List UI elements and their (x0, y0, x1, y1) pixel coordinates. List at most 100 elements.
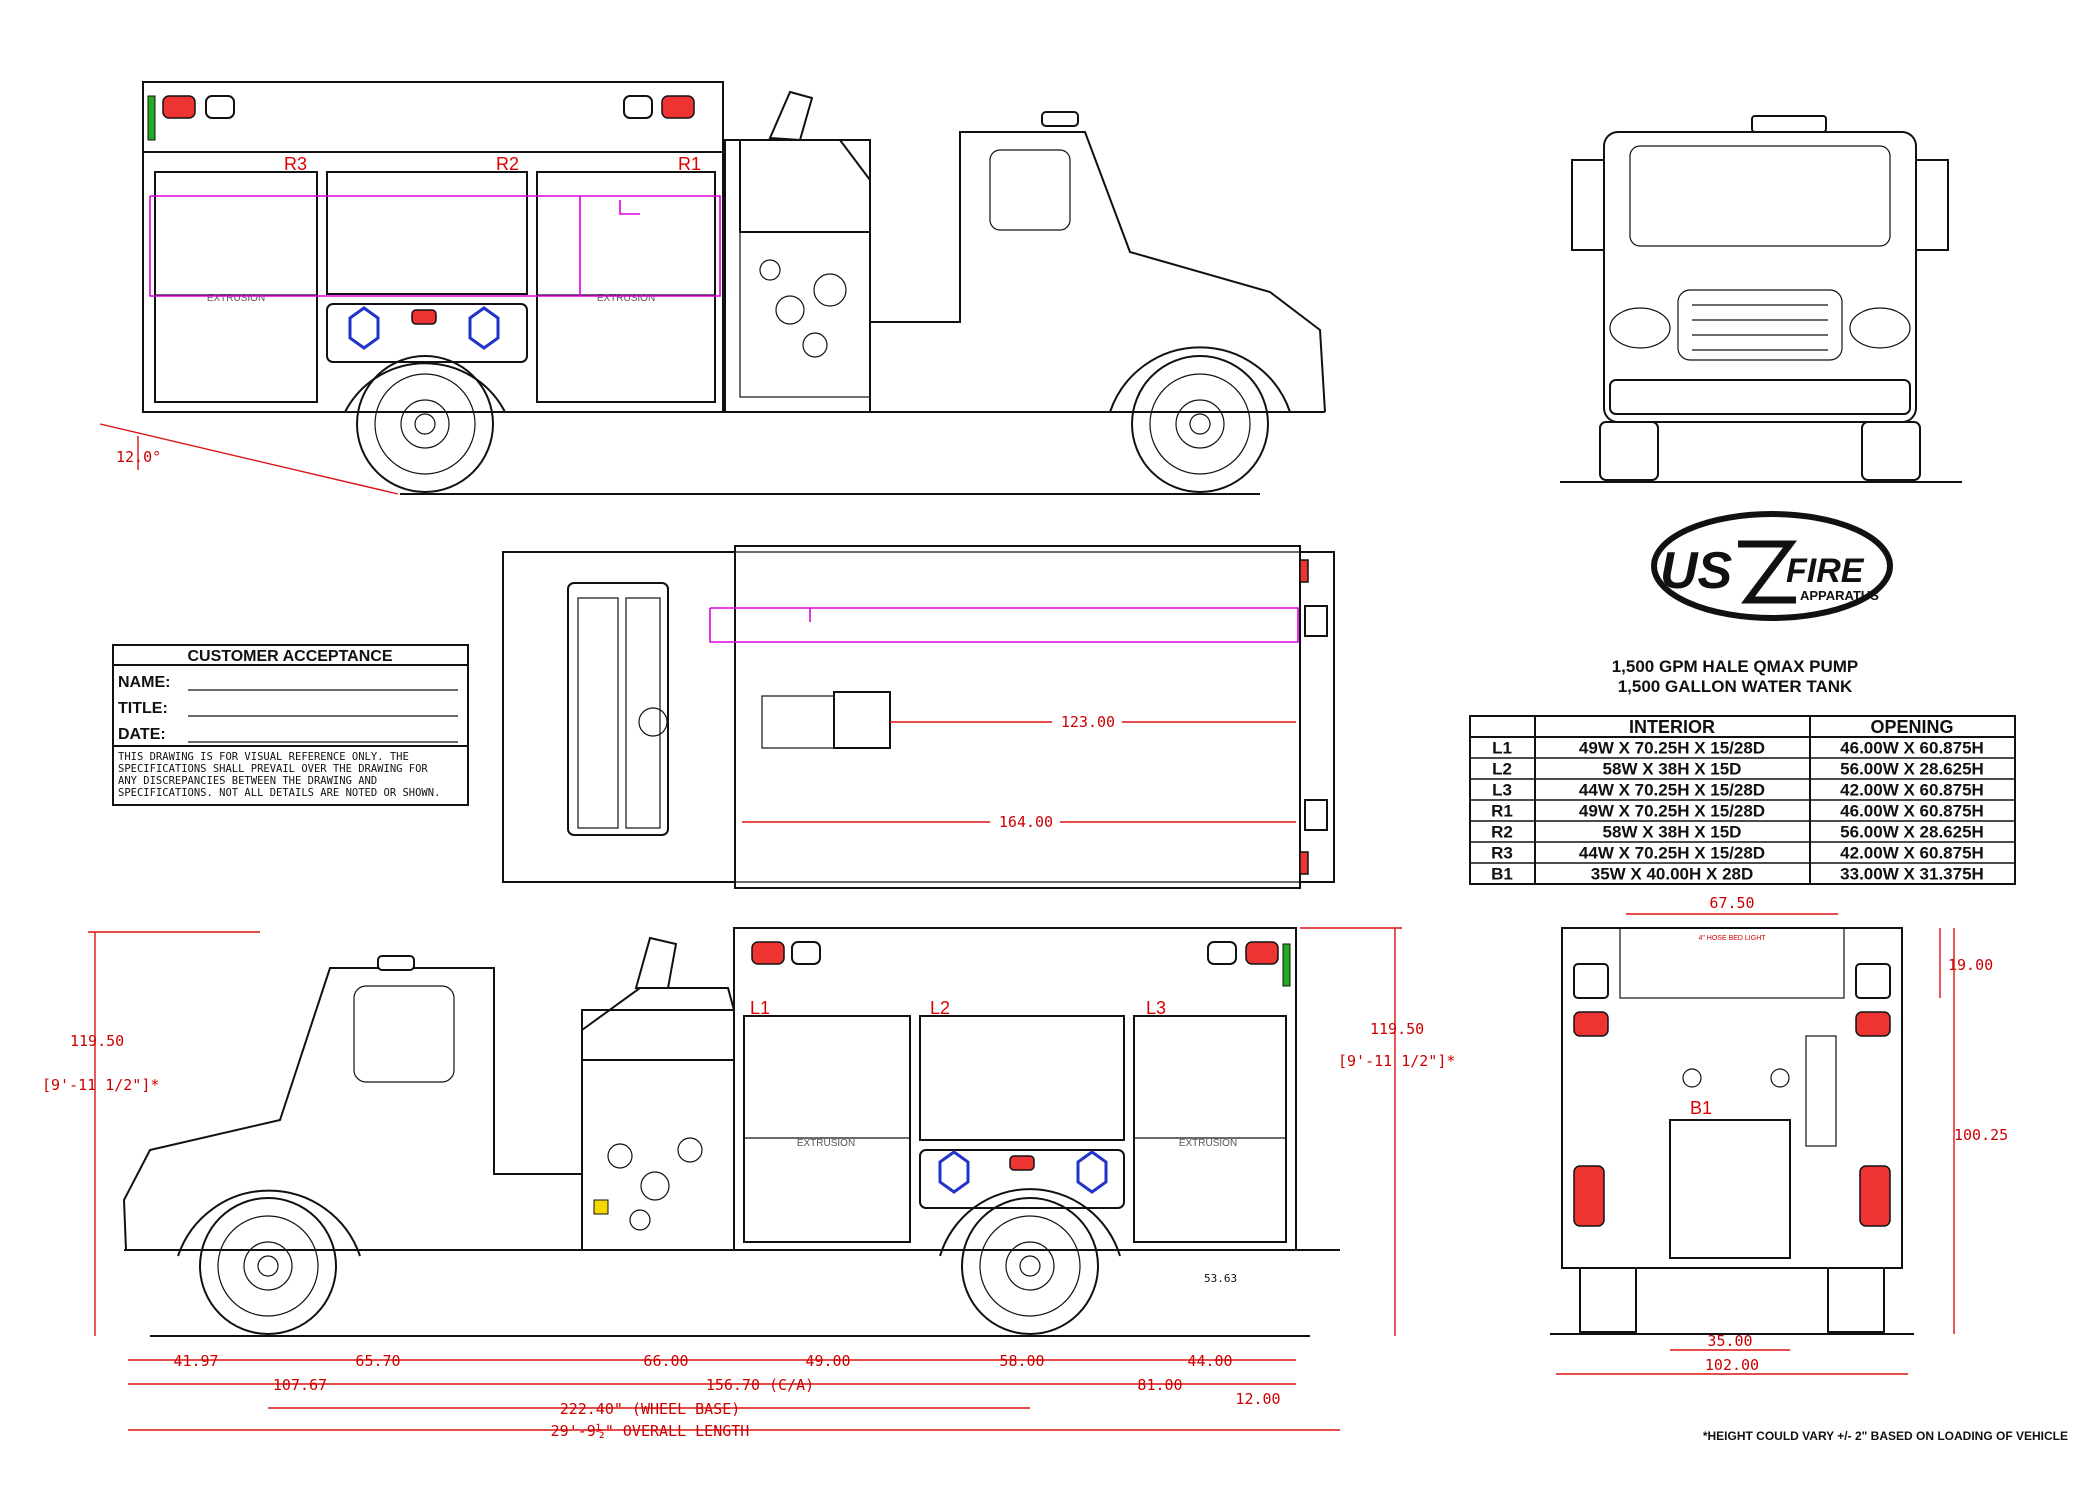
table-cell-id: R3 (1491, 844, 1513, 863)
front-bumper (1609, 379, 1911, 415)
top-view: 123.00 164.00 (502, 545, 1335, 889)
logo-fire: FIRE (1786, 552, 1865, 590)
disclaimer-line: THIS DRAWING IS FOR VISUAL REFERENCE ONL… (118, 751, 409, 763)
deck-gun (768, 90, 814, 142)
table-cell-id: L2 (1492, 760, 1512, 779)
rear-top-width: 67.50 (1709, 894, 1754, 912)
table-header-interior: INTERIOR (1629, 717, 1715, 737)
green-marker-light (147, 95, 156, 141)
disclaimer-line: SPECIFICATIONS. NOT ALL DETAILS ARE NOTE… (118, 787, 440, 799)
dim-l2: 58.00 (999, 1352, 1044, 1370)
table-cell-interior: 58W X 38H X 15D (1603, 823, 1742, 842)
top-tank-dimension: 123.00 (1061, 713, 1115, 731)
table-cell-interior: 35W X 40.00H X 28D (1591, 865, 1754, 884)
warning-light-icon (162, 95, 196, 119)
table-cell-opening: 46.00W X 60.875H (1840, 802, 1984, 821)
table-cell-opening: 42.00W X 60.875H (1840, 781, 1984, 800)
bracket-label: 53.63 (1204, 1272, 1237, 1285)
dim-l3: 44.00 (1187, 1352, 1232, 1370)
name-field-label: NAME: (118, 674, 170, 691)
dim-pump-module: 66.00 (643, 1352, 688, 1370)
rear-b1-width: 35.00 (1707, 1332, 1752, 1350)
height-footnote: *HEIGHT COULD VARY +/- 2" BASED ON LOADI… (1703, 1429, 2068, 1443)
table-header-opening: OPENING (1870, 717, 1953, 737)
front-wheel (1131, 355, 1269, 493)
height-left-ft: [9'-11 1/2"]* (42, 1076, 159, 1094)
extrusion-label: EXTRUSION (597, 293, 655, 304)
comp-label-r2: R2 (496, 154, 519, 174)
table-cell-id: B1 (1491, 865, 1513, 884)
cab (869, 131, 1326, 413)
warning-light-icon (1245, 941, 1279, 965)
table-cell-id: L3 (1492, 781, 1512, 800)
dim-l1: 49.00 (805, 1352, 850, 1370)
title-field-label: TITLE: (118, 700, 168, 717)
extrusion-label: EXTRUSION (797, 1138, 855, 1149)
disclaimer-line: ANY DISCREPANCIES BETWEEN THE DRAWING AN… (118, 775, 377, 787)
rear-top-height: 19.00 (1948, 956, 1993, 974)
acceptance-title: CUSTOMER ACCEPTANCE (187, 648, 392, 665)
comp-label-r1: R1 (678, 154, 701, 174)
table-cell-interior: 49W X 70.25H X 15/28D (1579, 739, 1765, 758)
scene-light-icon (468, 306, 500, 350)
pump-spec: 1,500 GPM HALE QMAX PUMP (1612, 657, 1859, 676)
height-left-dimension: 119.50 (70, 1032, 124, 1050)
warning-light-icon (751, 941, 785, 965)
plumbing-line (149, 195, 721, 297)
height-right-dimension: 119.50 (1370, 1020, 1424, 1038)
table-cell-id: R1 (1491, 802, 1513, 821)
dim-rear-overhang: 81.00 (1137, 1376, 1182, 1394)
logo-us: US (1660, 542, 1733, 600)
scene-light-icon (348, 306, 380, 350)
logo-slash-icon (1738, 540, 1797, 604)
b1-door (1669, 1119, 1791, 1259)
dim-front-overhang: 41.97 (173, 1352, 218, 1370)
deck-gun (634, 936, 678, 989)
customer-acceptance-box: CUSTOMER ACCEPTANCE NAME: TITLE: DATE: T… (112, 644, 469, 806)
right-side-view: R3 R2 R1 EXTRUSION EXTRUSION (99, 81, 1326, 495)
comp-label-b1: B1 (1690, 1098, 1712, 1118)
table-cell-opening: 56.00W X 28.625H (1840, 823, 1984, 842)
angle-line (99, 423, 399, 495)
dim-wheelbase: 222.40" (WHEEL BASE) (560, 1400, 741, 1418)
mirror-right (1916, 159, 1949, 251)
cab (122, 967, 583, 1251)
logo-apparatus: APPARATUS (1800, 588, 1879, 603)
mirror-left (1571, 159, 1604, 251)
comp-label-l1: L1 (750, 998, 770, 1018)
comp-label-l3: L3 (1146, 998, 1166, 1018)
table-cell-opening: 46.00W X 60.875H (1840, 739, 1984, 758)
rear-height: 100.25 (1954, 1126, 2008, 1144)
grille (1677, 289, 1843, 361)
dim-cab-to-axle: 156.70 (C/A) (706, 1376, 814, 1394)
dim-overall-length: 29'-9½" OVERALL LENGTH (551, 1422, 750, 1440)
table-cell-opening: 33.00W X 31.375H (1840, 865, 1984, 884)
extrusion-label: EXTRUSION (207, 293, 265, 304)
table-cell-opening: 56.00W X 28.625H (1840, 760, 1984, 779)
pump-house (567, 582, 669, 836)
table-cell-id: R2 (1491, 823, 1513, 842)
headlight-left (1609, 307, 1671, 349)
warning-light-icon (661, 95, 695, 119)
table-cell-interior: 44W X 70.25H X 15/28D (1579, 781, 1765, 800)
comp-label-r3: R3 (284, 154, 307, 174)
front-wheel (199, 1197, 337, 1335)
front-view (1560, 115, 1962, 483)
rear-wheel (356, 355, 494, 493)
extrusion-label: EXTRUSION (1179, 1138, 1237, 1149)
date-field-label: DATE: (118, 726, 166, 743)
table-cell-interior: 44W X 70.25H X 15/28D (1579, 844, 1765, 863)
rear-view: 4" HOSE BED LIGHT B1 67.50 19.00 100.25 … (1550, 894, 2008, 1375)
height-right-ft: [9'-11 1/2"]* (1338, 1052, 1455, 1070)
dim-cab-length: 65.70 (355, 1352, 400, 1370)
left-side-view: L1 L2 L3 EXTRUSION EXTRUSION 5 (42, 927, 1455, 1440)
rear-wheel (961, 1197, 1099, 1335)
table-cell-interior: 58W X 38H X 15D (1603, 760, 1742, 779)
table-cell-interior: 49W X 70.25H X 15/28D (1579, 802, 1765, 821)
top-body-dimension: 164.00 (999, 813, 1053, 831)
headlight-right (1849, 307, 1911, 349)
